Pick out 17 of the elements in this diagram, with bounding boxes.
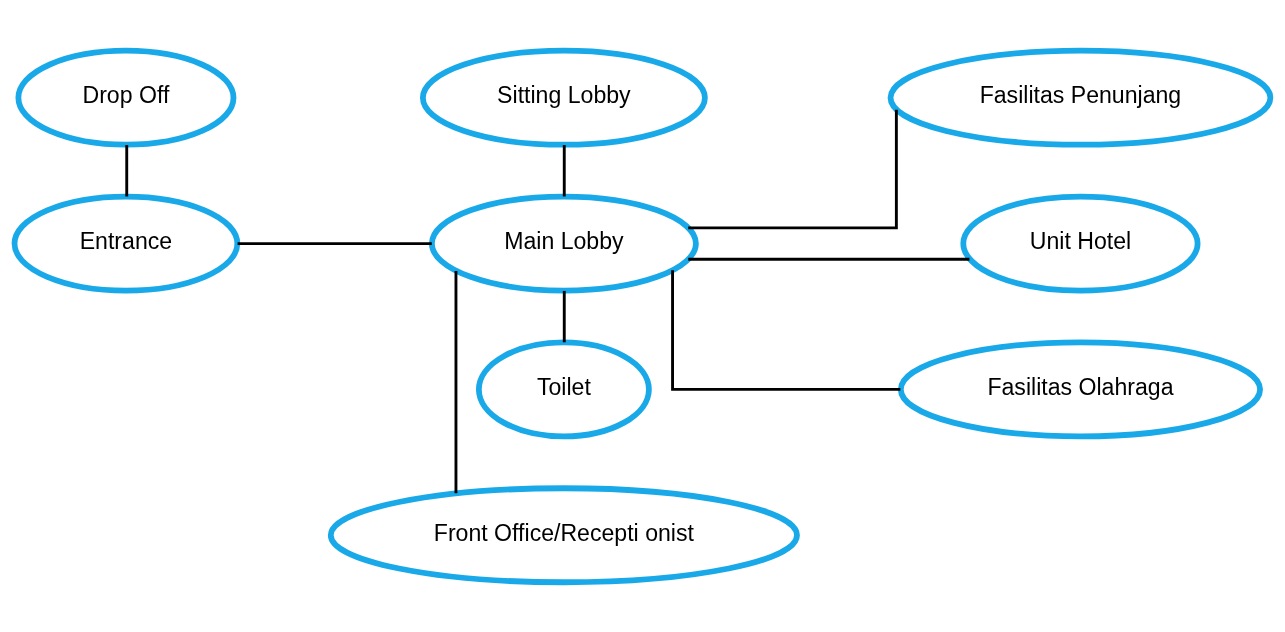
connector <box>454 270 458 493</box>
connector <box>671 269 901 391</box>
node-ellipse: Drop Off <box>15 47 237 148</box>
node-ellipse: Sitting Lobby <box>420 47 708 148</box>
node-ellipse: Entrance <box>11 193 241 293</box>
connector <box>688 109 898 229</box>
node-ellipse: Toilet <box>475 339 652 439</box>
connector <box>688 257 970 261</box>
node-ellipse: Unit Hotel <box>960 193 1201 293</box>
node-ellipse: Front Office/Recepti onist <box>327 484 800 585</box>
node-ellipse: Main Lobby <box>428 193 699 293</box>
connector <box>125 144 129 196</box>
node-ellipse: Fasilitas Olahraga <box>897 339 1263 439</box>
node-ellipse: Fasilitas Penunjang <box>887 47 1274 148</box>
connector <box>237 241 432 245</box>
connector <box>562 144 566 196</box>
connector <box>562 290 566 342</box>
